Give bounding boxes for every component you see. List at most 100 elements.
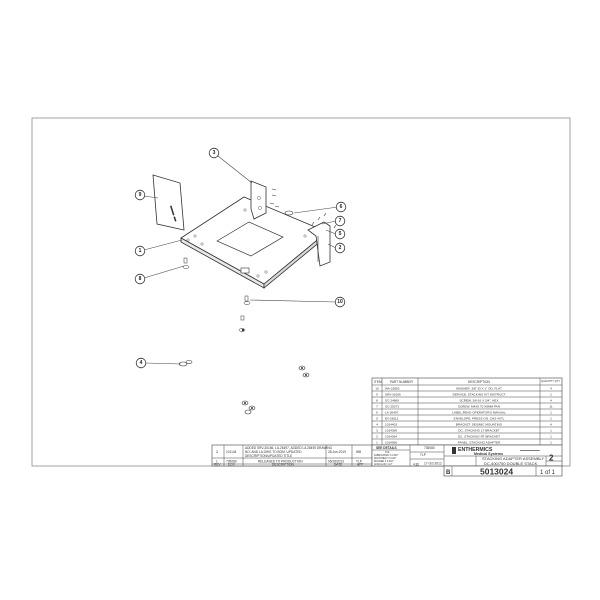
label-item-6 bbox=[284, 210, 294, 216]
rev-row-2-desc-line1: ADDED SRV-30166, LA-26497, ADDED LA 2849… bbox=[245, 446, 333, 450]
svg-text:1: 1 bbox=[139, 248, 142, 254]
foot-hardware-left bbox=[182, 257, 190, 269]
drawing-title-line1: STACKING ADAPTER ASSEMBLY bbox=[482, 456, 544, 461]
balloon-3: 3 bbox=[208, 147, 220, 159]
bom-header-item: ITEM bbox=[374, 380, 382, 384]
company-fine-print: ▬▬▬▬▬▬▬▬▬ bbox=[520, 450, 541, 452]
bom-quantity: 1 bbox=[550, 416, 552, 420]
rev-row-1-app: TLP bbox=[356, 460, 362, 464]
rev-row-2-date: 28-Jun-2019 bbox=[328, 450, 346, 454]
bom-description: LABEL,READ OPERATOR'S MANUAL bbox=[452, 410, 506, 414]
bom-part-number: SC-24869 bbox=[385, 398, 399, 402]
bom-header-qty: QUANTITY QTY bbox=[541, 379, 560, 383]
leader-lines bbox=[143, 155, 339, 365]
envelope-label-mark: ▬▬ ▬ bbox=[168, 205, 179, 222]
bom-part-number: LA-26497 bbox=[385, 410, 399, 414]
bom-quantity: 4 bbox=[550, 398, 552, 402]
see-details-label: SEE DETAILS bbox=[376, 446, 397, 450]
bom-part-number: 1014364 bbox=[385, 434, 397, 438]
bill-of-materials: ITEM PART NUMBER DESCRIPTION QUANTITY QT… bbox=[371, 377, 563, 446]
bom-item-number: 9 bbox=[376, 392, 378, 396]
svg-text:4: 4 bbox=[140, 360, 143, 366]
right-bracket-screws bbox=[311, 212, 337, 229]
balloon-7: 7 bbox=[334, 215, 346, 227]
instruction-envelope bbox=[152, 174, 185, 231]
rev-header-description: DESCRIPTION bbox=[272, 463, 294, 467]
bom-description: SERVICE, STACKING KIT INSTRUCT bbox=[453, 392, 506, 396]
bom-part-number: SC-25073 bbox=[385, 404, 399, 408]
balloon-1: 1 bbox=[134, 245, 146, 257]
tol-molded: MOLDED ± 0.010" bbox=[374, 460, 394, 463]
svg-text:3: 3 bbox=[213, 150, 216, 156]
bom-part-number: WA-22893 bbox=[385, 386, 400, 390]
drawing-date: 17-Oct-2012 bbox=[424, 462, 442, 466]
rev-row-2-rev: 2 bbox=[216, 449, 219, 454]
revision-block: 2 101144 ADDED SRV-30166, LA-26497, ADDE… bbox=[211, 444, 373, 467]
bom-quantity: 1 bbox=[550, 428, 552, 432]
enthermics-logo: ENTHERMICS Medical Systems bbox=[452, 447, 503, 456]
unit-value: 4.82 bbox=[413, 463, 419, 467]
svg-text:5: 5 bbox=[339, 231, 342, 237]
revision-number: 2 bbox=[549, 454, 554, 463]
balloon-5: 5 bbox=[334, 228, 346, 240]
balloon-6: 6 bbox=[335, 201, 347, 213]
tol-angular: ANGULAR ± 1/2° bbox=[374, 463, 393, 466]
svg-text:8: 8 bbox=[139, 276, 142, 282]
bom-description: DC, STACKING RT BRACKET bbox=[458, 434, 500, 438]
rev-row-2-app: WB bbox=[356, 450, 361, 454]
bom-quantity: 1 bbox=[550, 440, 552, 444]
bom-quantity: 4 bbox=[550, 386, 552, 390]
seismic-bracket-bottom bbox=[241, 400, 256, 415]
bom-item-number: 6 bbox=[376, 410, 378, 414]
balloon-10: 10 bbox=[334, 296, 346, 308]
bom-description: DC, STACKING LT BRACKET bbox=[458, 428, 500, 432]
bom-description: BRACKET, SEISMIC MOUNTING bbox=[456, 422, 503, 426]
bom-item-number: 10 bbox=[375, 386, 379, 390]
rev-header-date: DATE bbox=[334, 463, 342, 467]
balloon-2: 2 bbox=[334, 242, 346, 254]
title-bottom-strip: B 5013024 1 of 1 bbox=[443, 465, 563, 477]
rev-row-2-eco: 101144 bbox=[226, 450, 237, 454]
svg-text:9: 9 bbox=[139, 192, 142, 198]
bom-quantity: 11 bbox=[549, 404, 552, 408]
rev-header-eco: ECO bbox=[228, 463, 235, 467]
bom-description: SCREW, 3/8-16 X 3/4", HEX bbox=[459, 398, 498, 402]
rev-row-1-date: 06/28/2013 bbox=[328, 460, 344, 464]
rev-row-1-desc: RELEASED TO PRODUCTION bbox=[258, 460, 303, 464]
svg-text:ENTHERMICS: ENTHERMICS bbox=[458, 447, 493, 453]
bom-quantity: 4 bbox=[550, 422, 552, 426]
drawing-title-line2: DC-400/750 DOUBLE STACK bbox=[484, 461, 538, 466]
bom-description: WASHER, 3/8" ID X 1" OD, FLAT bbox=[456, 386, 502, 390]
tol-label: TOL bbox=[385, 450, 391, 454]
rev-header-app: APP bbox=[357, 463, 363, 467]
bom-item-number: 8 bbox=[376, 398, 378, 402]
seismic-bracket-right bbox=[298, 365, 310, 378]
exploded-assembly-view: ▬▬ ▬ bbox=[134, 147, 347, 415]
bom-description: PANEL, STACKING ADAPTER bbox=[458, 440, 501, 444]
rev-row-1-eco: 735080 bbox=[226, 460, 237, 464]
bom-part-number: SRV-30166 bbox=[385, 392, 401, 396]
bom-header-description: DESCRIPTION bbox=[468, 380, 490, 384]
sheet-count: 1 of 1 bbox=[540, 470, 556, 476]
bom-description: SCREW, M4X0.70 X8MM PAN bbox=[458, 404, 500, 408]
drawn-by: TLP bbox=[420, 453, 426, 457]
svg-text:Medical Systems: Medical Systems bbox=[474, 452, 503, 456]
svg-text:10: 10 bbox=[337, 299, 343, 305]
eco-number: 735080 bbox=[424, 446, 435, 450]
rev-header-rev: REV bbox=[214, 463, 221, 467]
left-stacking-bracket bbox=[250, 180, 267, 220]
right-stacking-bracket bbox=[307, 221, 331, 267]
bom-part-number: EV-28112 bbox=[385, 416, 399, 420]
bom-item-number: 3 bbox=[376, 428, 378, 432]
panel-corner-tab bbox=[240, 267, 250, 274]
title-block: SEE DETAILS TOL FABRICATED ± 0.030" MACH… bbox=[371, 444, 563, 467]
bom-part-number: 1014403 bbox=[385, 422, 397, 426]
svg-text:2: 2 bbox=[339, 245, 342, 251]
tol-machined: MACHINED ± 0.010" bbox=[374, 457, 396, 460]
bom-item-number: 7 bbox=[376, 404, 378, 408]
balloon-9: 9 bbox=[134, 189, 146, 201]
bom-item-number: 2 bbox=[376, 434, 378, 438]
balloon-8: 8 bbox=[134, 273, 146, 285]
